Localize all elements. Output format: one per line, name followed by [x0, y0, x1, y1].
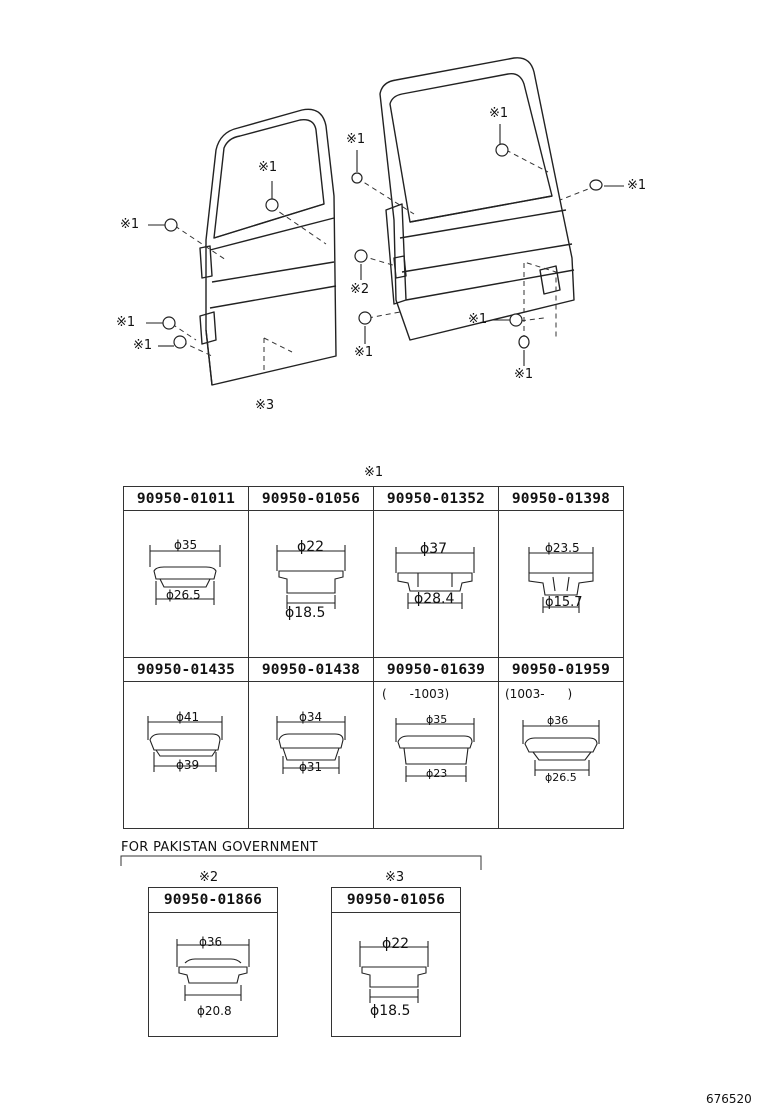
pakistan-part-box: 90950-01056 ϕ22 ϕ18.5	[331, 887, 461, 1037]
table-row: 90950-01435 ϕ41 ϕ39 90950-01438	[123, 657, 624, 829]
plug-icon	[518, 335, 530, 349]
door-exploded-view	[146, 57, 624, 386]
outer-diameter: ϕ35	[174, 538, 198, 552]
outer-diameter: ϕ23.5	[545, 541, 580, 555]
grommet-section-drawing	[276, 545, 346, 609]
inner-diameter: ϕ39	[176, 758, 200, 772]
part-cell: 90950-01398 ϕ23.5 ϕ15.7	[498, 486, 624, 658]
part-cell: 90950-01438 ϕ34 ϕ31	[248, 657, 374, 829]
part-cell: 90950-01959 (1003- ) ϕ36 ϕ26.5	[498, 657, 624, 829]
serial-range-note: ( -1003)	[382, 687, 450, 701]
plug-icon	[351, 172, 363, 184]
grommet-section-drawing	[149, 545, 221, 605]
plug-icon	[495, 143, 509, 157]
outer-diameter: ϕ36	[199, 935, 223, 949]
callout-mark1: ※1	[258, 160, 278, 175]
table-title: ※1	[364, 465, 384, 480]
callout-mark1: ※1	[627, 178, 647, 193]
callout-mark1: ※1	[489, 106, 509, 121]
part-number: 90950-01398	[499, 487, 623, 511]
part-number: 90950-01639	[374, 658, 498, 682]
outer-diameter: ϕ34	[299, 710, 323, 724]
callout-mark1: ※1	[133, 338, 153, 353]
diagram-id: 676520	[706, 1092, 752, 1106]
outer-diameter: ϕ22	[297, 539, 325, 555]
plug-icon	[162, 316, 176, 330]
inner-diameter: ϕ18.5	[285, 605, 326, 621]
callout-mark1: ※1	[120, 217, 140, 232]
inner-diameter: ϕ20.8	[197, 1004, 232, 1018]
inner-diameter: ϕ15.7	[545, 595, 583, 610]
front-door-panel	[199, 108, 337, 386]
parts-table: 90950-01011 ϕ35 ϕ26.5 90950-01056 ϕ22	[123, 486, 624, 829]
part-cell: 90950-01011 ϕ35 ϕ26.5	[123, 486, 249, 658]
plug-icon	[265, 198, 279, 212]
inner-diameter: ϕ23	[426, 767, 448, 780]
pakistan-part-box: 90950-01866 ϕ36 ϕ20.8	[148, 887, 278, 1037]
outer-diameter: ϕ22	[382, 936, 410, 952]
plug-icon	[589, 179, 603, 191]
grommet-section-drawing	[147, 716, 223, 772]
serial-range-note: (1003- )	[505, 687, 573, 701]
grommet-section-drawing	[359, 941, 429, 1003]
part-number: 90950-01866	[149, 888, 277, 913]
grommet-section-drawing	[522, 720, 600, 776]
inner-diameter: ϕ31	[299, 760, 323, 774]
outer-diameter: ϕ37	[420, 541, 448, 557]
plug-icon	[509, 313, 523, 327]
callout-mark1: ※1	[354, 345, 374, 360]
plug-icon	[358, 311, 372, 325]
outer-diameter: ϕ41	[176, 710, 200, 724]
grommet-section-drawing	[395, 718, 475, 782]
outer-diameter: ϕ36	[547, 714, 569, 727]
plug-icon	[354, 249, 368, 263]
outer-diameter: ϕ35	[426, 713, 448, 726]
callout-mark2: ※2	[350, 282, 370, 297]
part-cell: 90950-01056 ϕ22 ϕ18.5	[248, 486, 374, 658]
grommet-section-drawing	[528, 547, 594, 613]
part-number: 90950-01435	[124, 658, 248, 682]
callout-mark3: ※3	[255, 398, 275, 413]
part-number: 90950-01352	[374, 487, 498, 511]
part-number: 90950-01959	[499, 658, 623, 682]
grommet-section-drawing	[276, 716, 346, 774]
inner-diameter: ϕ28.4	[414, 591, 455, 607]
inner-diameter: ϕ18.5	[370, 1003, 411, 1019]
grommet-section-drawing	[395, 547, 475, 609]
pakistan-mark: ※2	[199, 870, 219, 885]
pakistan-heading: FOR PAKISTAN GOVERNMENT	[121, 840, 319, 855]
part-number: 90950-01011	[124, 487, 248, 511]
inner-diameter: ϕ26.5	[166, 588, 201, 602]
plug-icon	[173, 335, 187, 349]
rear-door-panel	[379, 57, 575, 341]
callout-mark1: ※1	[514, 367, 534, 382]
plug-icon	[164, 218, 178, 232]
pakistan-mark: ※3	[385, 870, 405, 885]
callout-mark1: ※1	[468, 312, 488, 327]
callout-mark1: ※1	[346, 132, 366, 147]
part-number: 90950-01438	[249, 658, 373, 682]
table-row: 90950-01011 ϕ35 ϕ26.5 90950-01056 ϕ22	[123, 486, 624, 658]
inner-diameter: ϕ26.5	[545, 771, 577, 784]
grommet-section-drawing	[176, 939, 250, 1001]
callout-mark1: ※1	[116, 315, 136, 330]
part-number: 90950-01056	[249, 487, 373, 511]
part-cell: 90950-01639 ( -1003) ϕ35 ϕ23	[373, 657, 499, 829]
part-cell: 90950-01435 ϕ41 ϕ39	[123, 657, 249, 829]
part-cell: 90950-01352 ϕ37 ϕ28.4	[373, 486, 499, 658]
part-number: 90950-01056	[332, 888, 460, 913]
